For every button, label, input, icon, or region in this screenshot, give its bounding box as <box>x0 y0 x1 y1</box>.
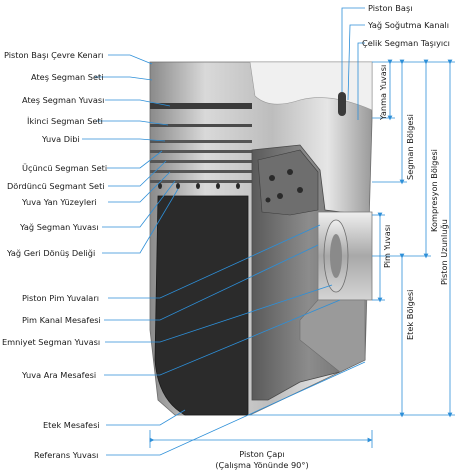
piston-illustration <box>149 61 373 416</box>
label-groove-base: Yuva Dibi <box>41 134 80 144</box>
top-leader-lines <box>341 7 365 120</box>
pin-bore-inner <box>330 234 342 278</box>
bottom-label: Piston Çapı (Çalışma Yönünde 90°) <box>215 449 308 470</box>
label-third-ring-land: Üçüncü Segman Seti <box>22 163 107 173</box>
right-skirt-edge <box>299 299 366 373</box>
label-combustion-bowl: Yanma Yuvası <box>378 65 388 121</box>
vertical-labels: Yanma Yuvası Segman Bölgesi Kompresyon B… <box>378 65 449 340</box>
label-piston-diameter: Piston Çapı <box>239 449 285 459</box>
piston-skirt <box>154 195 249 416</box>
label-piston-crown: Piston Başı <box>368 3 412 13</box>
label-second-ring-land: İkinci Segman Seti <box>27 116 103 126</box>
top-labels: Piston Başı Yağ Soğutma Kanalı Çelik Seg… <box>362 3 450 48</box>
oil-return-holes <box>158 183 240 189</box>
label-pin-bore: Pim Yuvası <box>382 225 392 268</box>
steel-ring-carrier <box>257 149 319 216</box>
left-leader-lines <box>82 54 366 456</box>
label-piston-length: Piston Uzunluğu <box>439 219 449 285</box>
label-piston-crown-edge: Piston Başı Çevre Kenarı <box>4 50 103 60</box>
label-fire-ring-groove: Ateş Segman Yuvası <box>22 95 104 105</box>
label-boss-spacing: Yuva Ara Mesafesi <box>21 370 96 380</box>
label-skirt-zone: Etek Bölgesi <box>405 290 415 340</box>
ring-grooves <box>150 103 252 183</box>
left-labels: Piston Başı Çevre Kenarı Ateş Segman Set… <box>2 50 107 460</box>
label-skirt-clearance: Etek Mesafesi <box>43 420 100 430</box>
label-compression-zone: Kompresyon Bölgesi <box>429 149 439 232</box>
label-oil-cooling-channel: Yağ Soğutma Kanalı <box>367 20 449 30</box>
label-circlip-groove: Emniyet Segman Yuvası <box>2 337 100 347</box>
label-ring-zone: Segman Bölgesi <box>405 114 415 180</box>
carrier-holes <box>265 169 303 203</box>
label-diameter-direction: (Çalışma Yönünde 90°) <box>215 460 308 470</box>
label-fourth-ring-land: Dördüncü Segmant Seti <box>7 181 105 191</box>
label-steel-ring-carrier: Çelik Segman Taşıyıcı <box>362 38 450 48</box>
oil-cooling-channel <box>338 92 346 116</box>
label-fire-ring-land: Ateş Segman Seti <box>31 72 104 82</box>
dimension-lines <box>149 59 455 448</box>
label-reference-groove: Referans Yuvası <box>34 450 98 460</box>
label-oil-return-hole: Yağ Geri Dönüş Deliği <box>6 248 95 258</box>
label-pin-bosses: Piston Pim Yuvaları <box>22 293 99 303</box>
label-pin-channel-distance: Pim Kanal Mesafesi <box>22 315 101 325</box>
label-groove-flanks: Yuva Yan Yüzeyleri <box>21 197 97 207</box>
label-oil-ring-groove: Yağ Segman Yuvası <box>19 222 99 232</box>
